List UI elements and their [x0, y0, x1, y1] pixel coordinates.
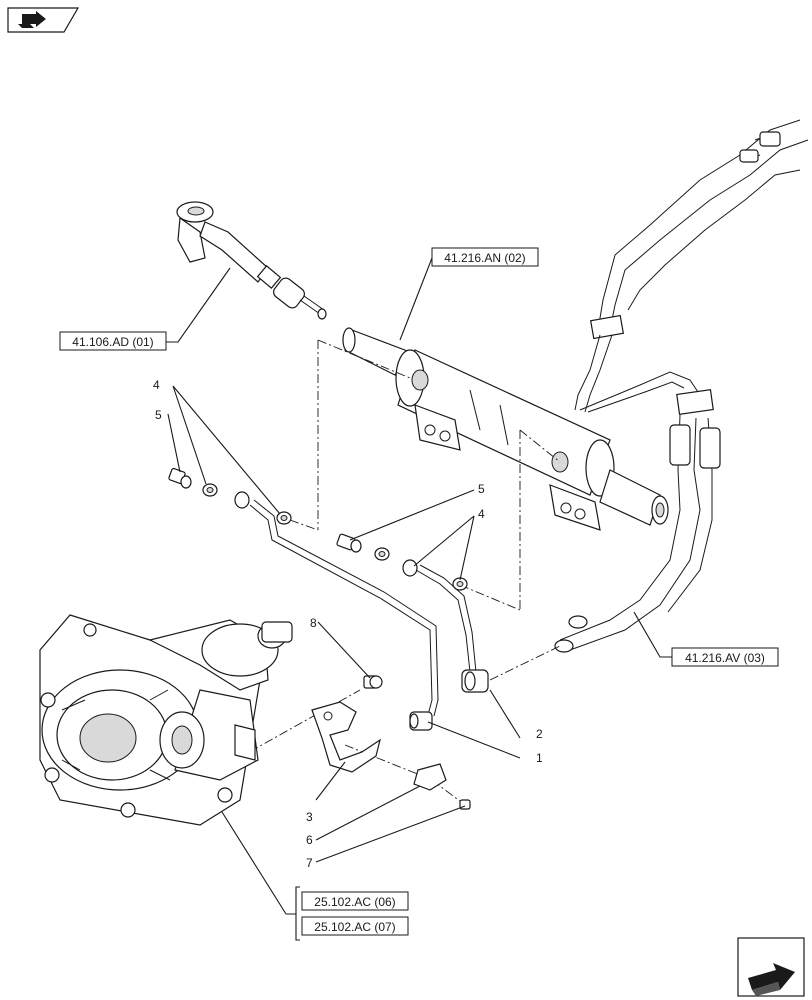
ref-41-216-AN-02[interactable]: 41.216.AN (02)	[431, 247, 539, 267]
callout-7: 7	[306, 856, 313, 870]
steel-pipes	[249, 499, 489, 731]
steering-motor	[39, 614, 293, 826]
right-fitting-set	[336, 533, 468, 591]
ref-25-102-AC-06[interactable]: 25.102.AC (06)	[301, 891, 409, 911]
ref-41-106-AD-01-label: 41.106.AD (01)	[72, 335, 153, 349]
ref-41-216-AV-03[interactable]: 41.216.AV (03)	[671, 647, 779, 667]
ref-bracket	[295, 886, 300, 941]
hydraulic-hose-assembly	[554, 119, 809, 653]
callout-2: 2	[536, 727, 543, 741]
callout-4-right: 4	[478, 507, 485, 521]
ref-41-216-AV-03-label: 41.216.AV (03)	[685, 651, 765, 665]
next-page-arrow-icon[interactable]	[737, 937, 805, 997]
callout-labels: 4 5 5 4 8 2 1 3 6 7	[153, 378, 543, 870]
callout-3: 3	[306, 810, 313, 824]
callout-8: 8	[310, 616, 317, 630]
steering-cylinder	[342, 327, 669, 531]
tie-rod-end	[176, 201, 327, 320]
book-arrow-icon[interactable]	[7, 7, 80, 33]
ref-25-102-AC-07[interactable]: 25.102.AC (07)	[301, 916, 409, 936]
callout-5-right: 5	[478, 482, 485, 496]
leader-lines	[166, 257, 672, 915]
ref-41-216-AN-02-label: 41.216.AN (02)	[444, 251, 525, 265]
callout-5-left: 5	[155, 408, 162, 422]
left-fitting-set	[168, 467, 292, 525]
screw	[363, 675, 471, 810]
ref-41-106-AD-01[interactable]: 41.106.AD (01)	[59, 331, 167, 351]
ref-25-102-AC-07-label: 25.102.AC (07)	[314, 920, 395, 934]
callout-4-left: 4	[153, 378, 160, 392]
clip	[413, 763, 447, 791]
callout-6: 6	[306, 833, 313, 847]
callout-1: 1	[536, 751, 543, 765]
ref-25-102-AC-06-label: 25.102.AC (06)	[314, 895, 395, 909]
mounting-bracket	[311, 701, 381, 773]
